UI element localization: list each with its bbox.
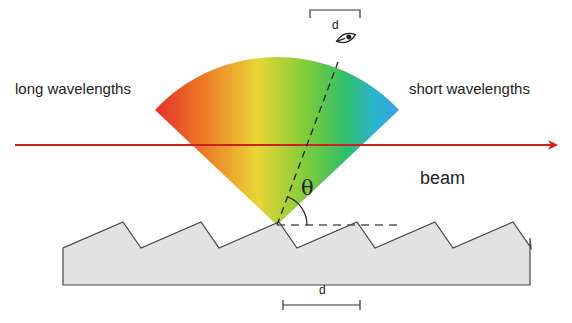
beam-label: beam — [420, 167, 465, 189]
wavelength-label: short wavelengths — [409, 80, 530, 98]
normal-line — [277, 224, 397, 225]
wavelength-label: long wavelengths — [15, 80, 131, 98]
beam-line — [15, 144, 556, 146]
dimension-bracket — [283, 300, 360, 310]
grating-body — [63, 222, 531, 285]
dimension-label: d — [332, 18, 339, 32]
eye-symbol — [335, 31, 357, 45]
view-line — [277, 62, 338, 225]
angle-arc — [288, 197, 307, 225]
dimension-label: d — [319, 283, 326, 297]
angle-label: θ — [301, 176, 314, 201]
spectrum-fan — [155, 57, 399, 225]
dimension-bracket — [310, 10, 360, 18]
